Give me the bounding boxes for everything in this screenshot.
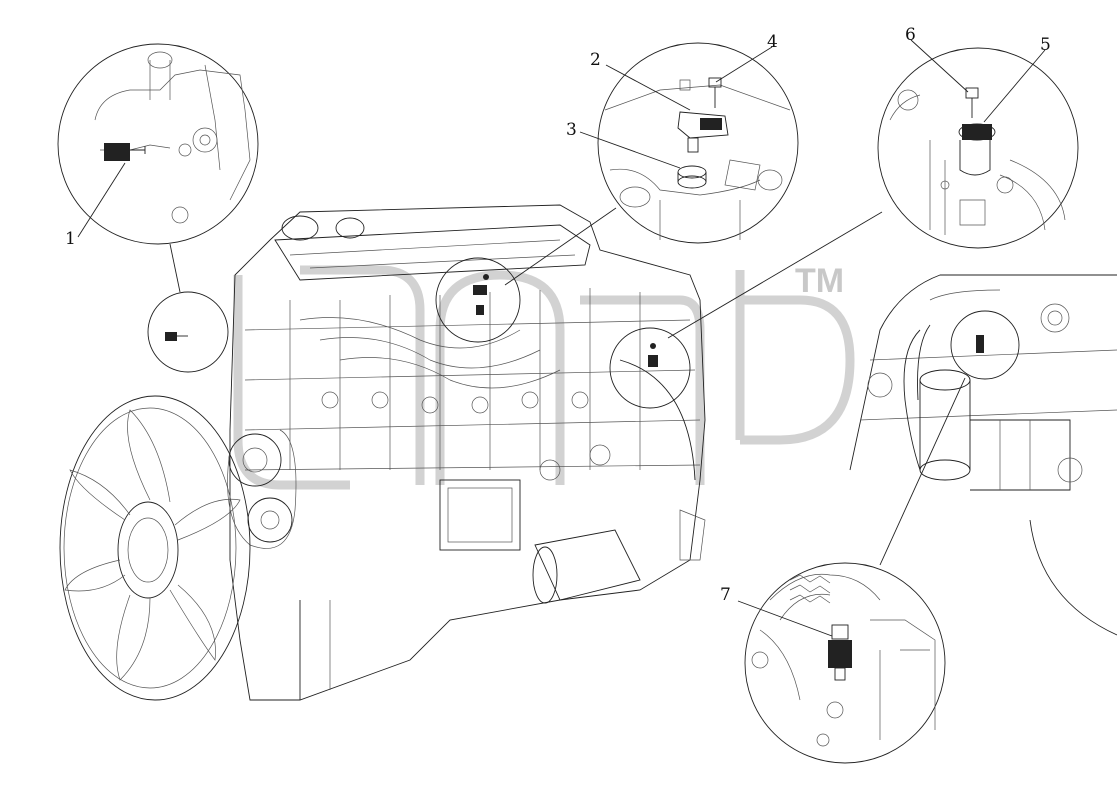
callout-3: 3 <box>566 120 577 140</box>
leader-lines <box>77 39 1046 637</box>
sensor-5-location <box>648 343 658 367</box>
detail-view-3 <box>877 47 1079 249</box>
sensor-1-location <box>165 332 188 341</box>
cooling-fan <box>59 395 251 701</box>
callout-4: 4 <box>767 32 778 52</box>
detail-view-1 <box>57 43 259 245</box>
callout-6: 6 <box>905 25 916 45</box>
callout-2: 2 <box>590 50 601 70</box>
sensor-2-location <box>473 274 489 315</box>
detail-circle-sensor-7 <box>950 310 1020 380</box>
detail-view-2 <box>597 42 799 244</box>
callout-1: 1 <box>65 229 76 249</box>
detail-circle-sensor-2 <box>435 257 521 343</box>
trademark-symbol: TM <box>795 262 844 300</box>
engine-assembly <box>227 204 706 701</box>
detail-circle-sensor-1 <box>147 291 229 373</box>
side-view-inset <box>849 274 1117 636</box>
callout-7: 7 <box>720 585 731 605</box>
detail-view-4 <box>744 562 946 764</box>
detail-circle-sensor-5 <box>609 327 691 409</box>
callout-5: 5 <box>1040 35 1051 55</box>
